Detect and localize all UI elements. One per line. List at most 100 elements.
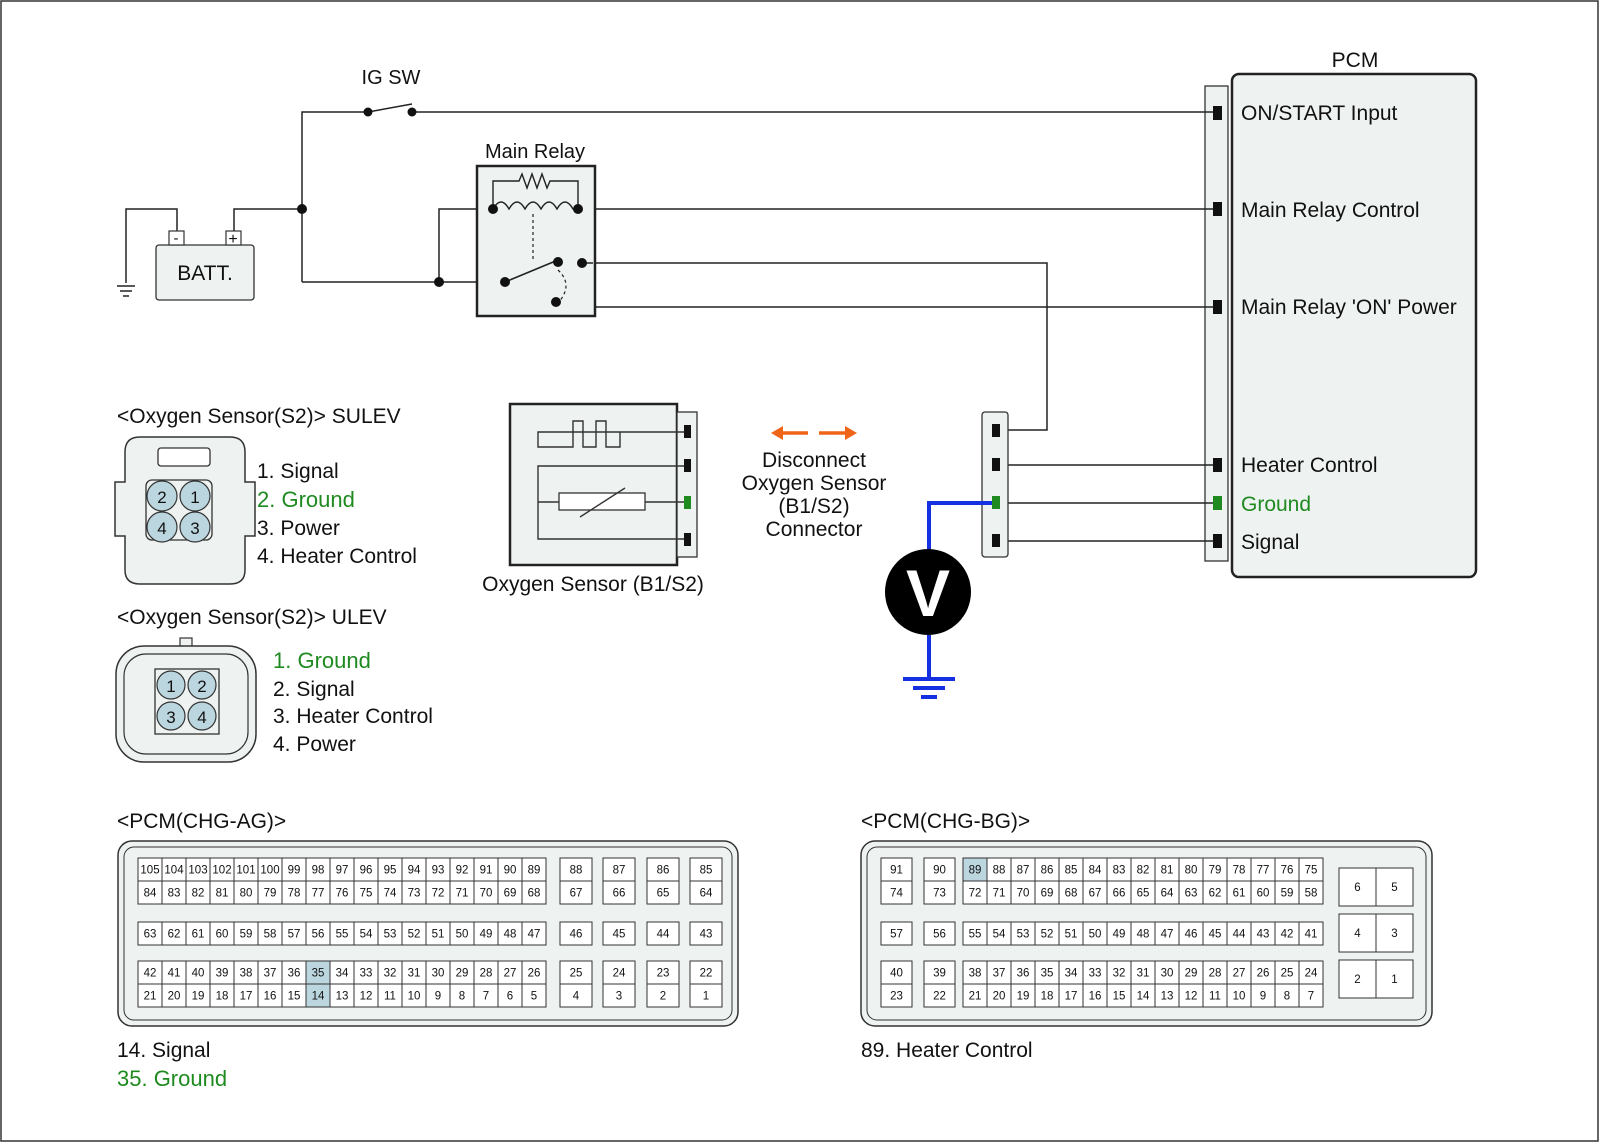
pin-number: 86 [657,865,670,877]
pin-number: 58 [1305,888,1318,900]
pin-cell [1338,867,1377,907]
pin-number: 13 [1161,991,1174,1003]
pin-number: 70 [480,888,493,900]
pin-cell [689,921,723,946]
pin-number: 17 [240,991,253,1003]
pin-cell [1298,921,1324,946]
pin-number: 73 [408,888,421,900]
pin-number: 54 [360,929,373,941]
pin-number: 43 [700,929,713,941]
pin-number: 80 [1185,865,1198,877]
pcm-ag-note-signal: 14. Signal [117,1039,210,1062]
ulev-pin-3: 3 [166,708,175,727]
sulev-pin-1: 1 [190,488,199,507]
pin-number: 64 [1161,888,1174,900]
pin-number: 85 [700,865,713,877]
pin-number: 57 [288,929,301,941]
pin-number: 66 [613,888,626,900]
pcm-connector-strip [1204,85,1229,562]
pin-number: 81 [1161,865,1174,877]
pin-number: 45 [1209,929,1222,941]
sulev-latch [157,447,211,467]
pin-number: 26 [1257,968,1270,980]
pin-number: 48 [1137,929,1150,941]
pcm-module: PCM ON/START Input Main Relay Control Ma… [1204,49,1478,579]
pin-number: 8 [1284,991,1290,1003]
pin-number: 50 [456,929,469,941]
pin-cell [1338,959,1377,999]
battery-neg-sign: - [174,230,179,247]
sensor-element-icon [537,420,686,448]
pin-number: 33 [360,968,373,980]
sulev-pin-2: 2 [157,488,166,507]
pin-number: 72 [969,888,982,900]
pin-number: 23 [890,991,903,1003]
sulev-title: <Oxygen Sensor(S2)> SULEV [117,405,401,428]
pin-number: 32 [1113,968,1126,980]
pin-number: 21 [144,991,157,1003]
sulev-pin-3: 3 [190,519,199,538]
pin-number: 29 [456,968,469,980]
oxygen-sensor-caption: Oxygen Sensor (B1/S2) [482,573,704,596]
pcm-terminal-heater: Heater Control [1241,454,1378,477]
relay-resistor [492,171,579,209]
pcm-pin-relay-control [1213,202,1222,216]
pin-number: 74 [890,888,903,900]
pcm-terminal-relay-control: Main Relay Control [1241,199,1420,222]
pin-number: 105 [140,865,159,877]
pin-number: 10 [408,991,421,1003]
pin-number: 88 [993,865,1006,877]
pin-number: 76 [336,888,349,900]
pin-cell [646,880,680,905]
pin-number: 18 [216,991,229,1003]
ulev-title: <Oxygen Sensor(S2)> ULEV [117,606,387,629]
wire-batt-negative [125,208,178,283]
pin-cell [521,880,547,905]
pin-number: 40 [890,968,903,980]
pin-number: 87 [1017,865,1030,877]
ulev-item-2: 2. Signal [273,678,355,701]
pin-number: 6 [507,991,513,1003]
pin-number: 85 [1065,865,1078,877]
pin-number: 51 [1065,929,1078,941]
wire-relay-on-power [581,263,1213,308]
pin-number: 73 [933,888,946,900]
pin-number: 14 [312,991,325,1003]
pin-number: 2 [1354,974,1360,986]
pcm-ag-note-ground: 35. Ground [117,1066,227,1091]
pin-cell [923,880,956,905]
pin-number: 60 [1257,888,1270,900]
battery-pos-terminal [225,230,242,246]
pin-number: 84 [144,888,157,900]
pin-number: 4 [1354,928,1361,940]
voltmeter-icon [885,549,971,635]
pcm-terminal-signal: Signal [1241,531,1299,554]
ulev-item-1: 1. Ground [273,648,371,673]
pin-number: 72 [432,888,445,900]
ulev-item-4: 4. Power [273,733,356,756]
pin-number: 41 [1305,929,1318,941]
pin-number: 95 [384,865,397,877]
pin-number: 16 [1089,991,1102,1003]
pin-number: 36 [288,968,301,980]
pin-number: 75 [1305,865,1318,877]
pin-number: 46 [1185,929,1198,941]
ulev-item-3: 3. Heater Control [273,705,433,728]
pin-number: 68 [528,888,541,900]
pin-number: 81 [216,888,229,900]
pin-number: 42 [144,968,157,980]
pin-number: 54 [993,929,1006,941]
pin-number: 52 [408,929,421,941]
pin-number: 49 [1113,929,1126,941]
pin-cell [1338,913,1377,953]
wire-relay-output [582,262,1048,431]
pin-number: 61 [192,929,205,941]
pin-number: 80 [240,888,253,900]
pcm-bg-title: <PCM(CHG-BG)> [861,810,1030,833]
sulev-item-1: 1. Signal [257,460,339,483]
pin-number: 11 [1209,991,1221,1003]
pin-number: 61 [1233,888,1246,900]
pin-number: 91 [890,865,903,877]
pin-number: 64 [700,888,713,900]
